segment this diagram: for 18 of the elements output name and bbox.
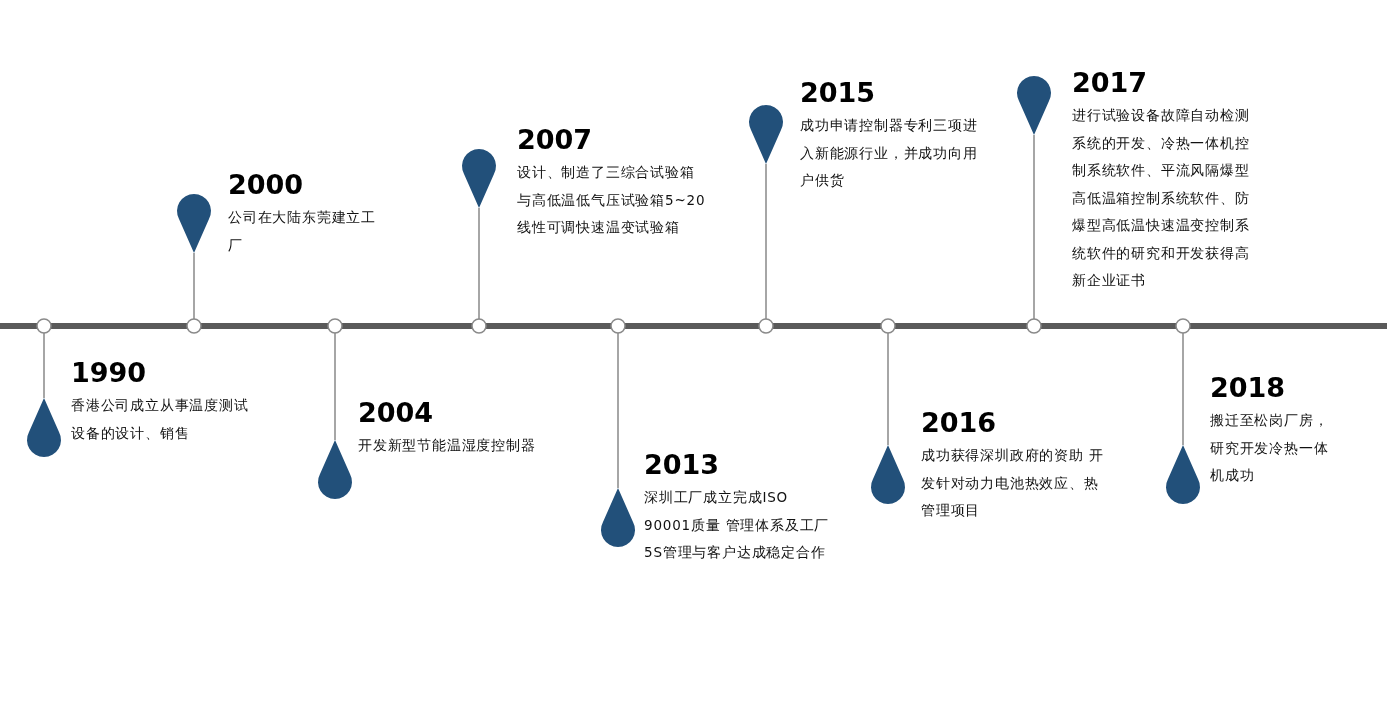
event-description: 进行试验设备故障自动检测系统的开发、冷热一体机控制系统软件、平流风隔爆型高低温箱控制系统软件、防爆型高低温快速温变控制系统软件的研究和开发获得高新企业证书 [1072, 106, 1251, 290]
event-description: 香港公司成立从事温度测试设备的设计、销售 [71, 396, 250, 443]
year-label: 1990 [71, 356, 147, 390]
event-description: 深圳工厂成立完成ISO 90001质量 管理体系及工厂5S管理与客户达成稳定合作 [644, 488, 831, 562]
year-label: 2004 [358, 396, 434, 430]
event-description: 成功获得深圳政府的资助 开发针对动力电池热效应、热管理项目 [921, 446, 1105, 520]
year-label: 2013 [644, 448, 720, 482]
event-description: 成功申请控制器专利三项进入新能源行业，并成功向用户供货 [800, 116, 979, 190]
event-description: 公司在大陆东莞建立工厂 [228, 208, 377, 255]
year-label: 2016 [921, 406, 997, 440]
year-label: 2000 [228, 168, 304, 202]
event-description: 搬迁至松岗厂房，研究开发冷热一体机成功 [1210, 411, 1330, 485]
year-label: 2017 [1072, 66, 1148, 100]
event-description: 开发新型节能温湿度控制器 [358, 436, 537, 455]
year-label: 2015 [800, 76, 876, 110]
year-label: 2007 [517, 123, 593, 157]
year-label: 2018 [1210, 371, 1286, 405]
event-description: 设计、制造了三综合试验箱与高低温低气压试验箱5~20线性可调快速温变试验箱 [517, 163, 707, 237]
